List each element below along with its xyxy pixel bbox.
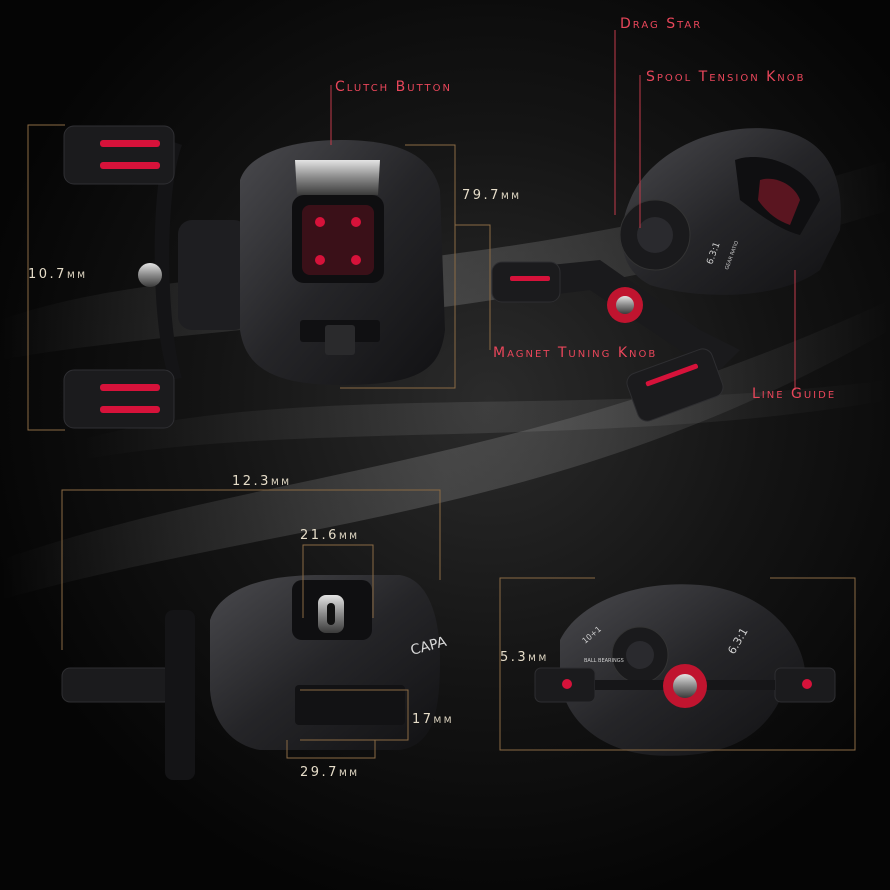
dim-front-width-tick — [455, 224, 491, 350]
callout-lines — [330, 30, 796, 390]
dimension-lines — [27, 124, 856, 759]
rear-view-reel: 6.3:1 10+1 BALL BEARINGS — [534, 584, 836, 756]
dim-foot-width — [286, 740, 376, 759]
front-width-dimension: 79.7mm — [462, 188, 522, 203]
foot-height-dimension: 17mm — [412, 712, 455, 727]
dim-front-height — [27, 124, 65, 431]
spool-width-dimension: 21.6mm — [300, 528, 360, 543]
line-guide-label: Line Guide — [752, 386, 837, 402]
rear-height-dimension: 5.3mm — [500, 650, 549, 665]
bearings-caption: BALL BEARINGS — [584, 658, 624, 664]
magnet-tuning-knob-label: Magnet Tuning Knob — [493, 345, 658, 361]
foot-width-dimension: 29.7mm — [300, 765, 360, 780]
dim-side-length — [61, 489, 441, 650]
dim-front-width — [340, 144, 456, 389]
front-view-reel — [63, 125, 445, 429]
drag-star-label: Drag Star — [620, 16, 703, 32]
dim-spool-width — [302, 544, 374, 618]
dim-rear-height — [499, 577, 856, 751]
three-quarter-reel: 6.3:1 GEAR RATIO — [491, 128, 841, 422]
top-view-reel: CAPA — [61, 575, 449, 780]
spool-tension-knob-label: Spool Tension Knob — [646, 69, 806, 85]
clutch-button-label: Clutch Button — [335, 79, 452, 95]
front-height-dimension: 10.7mm — [28, 267, 88, 282]
dim-foot-height — [300, 689, 409, 741]
side-length-dimension: 12.3mm — [232, 474, 292, 489]
